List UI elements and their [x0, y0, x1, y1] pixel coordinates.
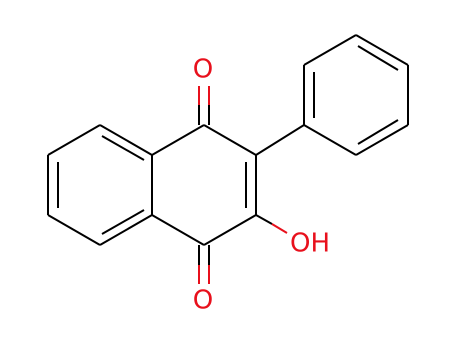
oxygen-bottom-label: O: [193, 286, 213, 316]
bond: [203, 124, 257, 156]
bond: [47, 124, 101, 156]
bond: [355, 124, 409, 156]
bond: [255, 124, 305, 156]
carbonyl-bottom: O: [193, 245, 213, 316]
bond: [271, 223, 288, 234]
bond: [303, 124, 357, 156]
phenyl-ring: [255, 34, 409, 156]
bond: [151, 124, 205, 156]
bond: [99, 124, 153, 156]
bond: [151, 214, 205, 246]
carbonyl-top: O: [193, 55, 213, 125]
double-bond-inner: [357, 45, 399, 71]
double-bond-inner: [357, 119, 399, 145]
hydroxyl-label: OH: [290, 229, 330, 259]
double-bond-inner: [101, 135, 145, 161]
bond: [355, 34, 409, 66]
oxygen-top-label: O: [193, 55, 213, 85]
benzo-ring: [47, 124, 153, 246]
bond: [203, 214, 257, 246]
quinone-ring: [151, 124, 257, 246]
bond: [47, 214, 101, 246]
bond: [255, 214, 273, 225]
double-bond-inner: [101, 209, 145, 235]
bond: [99, 214, 153, 246]
hydroxyl-group: OH: [255, 214, 330, 259]
bond: [303, 34, 357, 66]
